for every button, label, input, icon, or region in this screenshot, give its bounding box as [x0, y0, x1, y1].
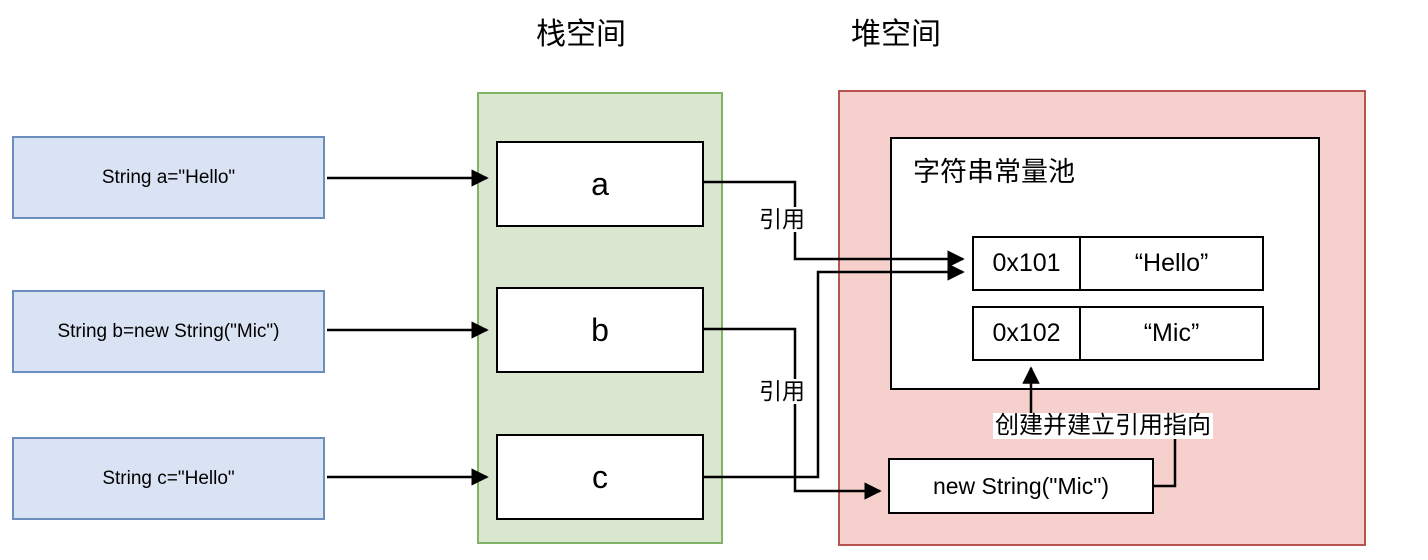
pool-row: 0x101 “Hello” [972, 236, 1264, 291]
stack-variable-c: c [496, 434, 704, 520]
pool-row-address: 0x101 [974, 238, 1081, 289]
statement-box-a: String a="Hello" [12, 136, 325, 219]
heap-object-box: new String("Mic") [888, 458, 1154, 514]
string-constant-pool-title: 字符串常量池 [913, 157, 1075, 187]
pool-row-value: “Hello” [1134, 249, 1209, 277]
pool-row: 0x102 “Mic” [972, 306, 1264, 361]
edge-label-reference-c: 引用 [757, 378, 807, 405]
stack-region-title: 栈空间 [536, 18, 626, 51]
edge-label-reference-a: 引用 [757, 206, 807, 233]
pool-row-address: 0x102 [974, 308, 1081, 359]
heap-region-title: 堆空间 [851, 18, 941, 51]
pool-row-value: “Mic” [1143, 319, 1200, 347]
stack-variable-b: b [496, 287, 704, 373]
stack-variable-a: a [496, 141, 704, 227]
edge-label-create-and-point: 创建并建立引用指向 [993, 412, 1213, 440]
statement-box-c: String c="Hello" [12, 437, 325, 520]
statement-box-b: String b=new String("Mic") [12, 290, 325, 373]
